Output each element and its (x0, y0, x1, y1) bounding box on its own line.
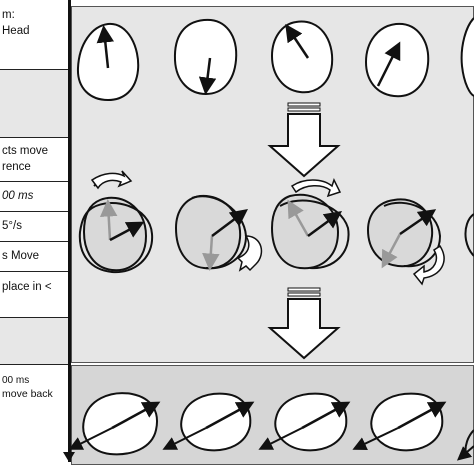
previous-orientation-arrow (99, 199, 118, 241)
rotation-arrow (412, 244, 445, 286)
previous-orientation-arrow (202, 235, 220, 271)
label-text: s Move (2, 250, 40, 262)
label-text: Head (2, 25, 30, 37)
label-column: m: Head cts move rence 00 ms 5°/s s Move… (0, 0, 69, 474)
label-cell-move: cts move rence (0, 138, 69, 182)
orientation-arrow (397, 401, 447, 430)
rotating-head (270, 178, 350, 270)
current-orientation-arrow (211, 209, 248, 237)
label-cell-place: place in < (0, 272, 69, 318)
label-text: 00 ms (2, 190, 34, 202)
label-cell-head: m: Head (0, 0, 69, 70)
label-cell-duration: 00 ms (0, 182, 69, 212)
rotating-head (78, 170, 154, 274)
orientation-arrow (376, 41, 401, 87)
previous-orientation-arrow (381, 233, 402, 269)
label-cell-blank (0, 318, 69, 365)
head-shape (258, 392, 351, 452)
return-arrow (258, 427, 303, 450)
label-text: m: (2, 9, 15, 21)
rotation-arrow (236, 235, 263, 272)
orientation-arrow (285, 23, 310, 59)
return-arrow (68, 427, 113, 450)
orientation-arrow (198, 57, 217, 95)
rotating-head (174, 194, 263, 272)
current-orientation-arrow (307, 211, 343, 238)
rotation-arrow (290, 178, 342, 198)
label-text: rence (2, 161, 31, 173)
label-cell-back: 00 ms move back (0, 365, 69, 419)
rotating-head (366, 198, 445, 286)
head-shape (76, 22, 140, 102)
current-orientation-arrow (399, 209, 437, 236)
label-cell-mode: s Move (0, 242, 69, 272)
transition-arrow (267, 102, 341, 178)
transition-arrow (267, 287, 341, 360)
current-orientation-arrow (109, 221, 145, 242)
label-cell-speed: 5°/s (0, 212, 69, 242)
head-shape (162, 392, 255, 452)
label-cell-blank (0, 70, 69, 138)
return-arrow (352, 427, 399, 451)
time-axis-arrowhead (63, 452, 75, 462)
head-shape-partial (456, 429, 474, 461)
return-arrow (162, 427, 207, 450)
label-text: move back (2, 388, 53, 400)
row-rotating-heads (78, 170, 474, 286)
previous-orientation-arrow (287, 199, 310, 237)
head-shape (270, 20, 334, 94)
row-initial-heads (76, 17, 474, 102)
head-shape (68, 392, 161, 456)
column-divider (68, 0, 71, 462)
rotating-head-partial (464, 213, 474, 257)
head-shape (364, 22, 430, 98)
orientation-arrow (111, 401, 161, 430)
label-text: 5°/s (2, 220, 22, 232)
head-shape (352, 392, 447, 452)
label-text: 00 ms (2, 375, 30, 386)
rotation-arrow (90, 170, 133, 190)
orientation-arrow (96, 25, 115, 69)
label-text: place in < (2, 281, 52, 293)
orientation-arrow (301, 401, 351, 430)
orientation-arrow (205, 401, 255, 430)
head-shape (173, 18, 238, 96)
label-text: cts move (2, 145, 49, 157)
row-return-heads (68, 392, 474, 461)
head-shape-partial (460, 17, 474, 97)
